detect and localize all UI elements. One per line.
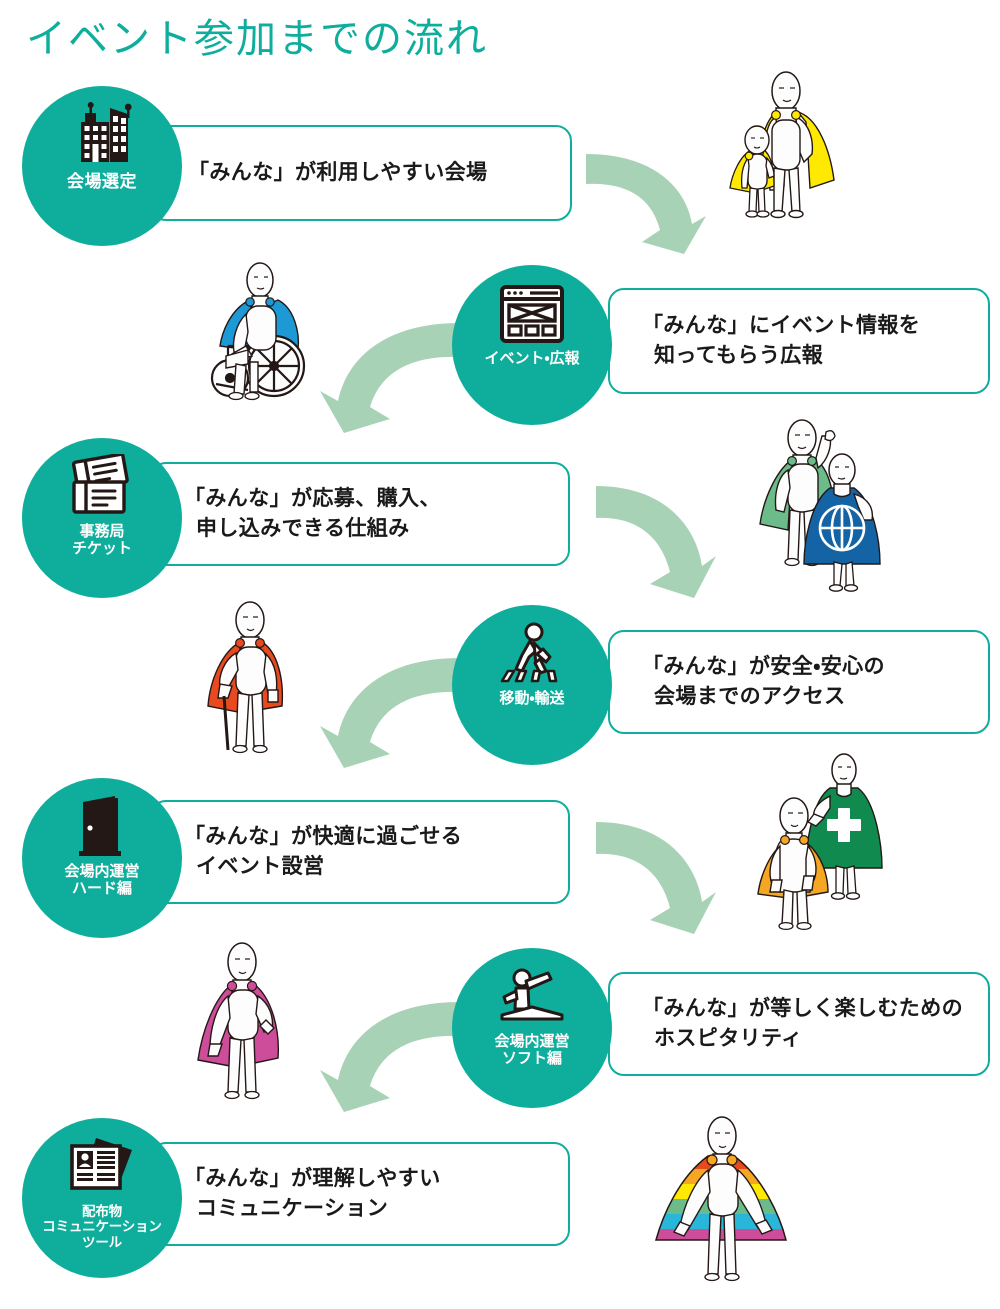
step-circle-venue-selection[interactable]: 会場選定 [22, 86, 182, 246]
bubble-handouts-communication: 「みんな」が理解しやすい コミュニケーション [150, 1142, 570, 1246]
bubble-line: イベント設営 [196, 855, 325, 878]
step-circle-office-ticket[interactable]: 事務局 チケット [22, 438, 182, 598]
bubble-line: 申し込みできる仕組み [196, 517, 410, 540]
step-circle-event-pr[interactable]: イベント・広報 [452, 265, 612, 425]
ticket-icon [62, 454, 142, 520]
step-circle-label: 移動・輸送 [499, 690, 565, 707]
bubble-transport: 「みんな」が安全・安心の 会場までのアクセス [608, 630, 990, 734]
hero-cane-orange [184, 596, 334, 776]
step-circle-label: 配布物 コミュニケーション ツール [42, 1204, 162, 1250]
bubble-line: 「みんな」が快適に過ごせる [184, 825, 463, 849]
hero-pair-green-blue-globe [734, 414, 914, 604]
bubble-line: 「みんな」が利用しやすい会場 [188, 161, 488, 185]
arrow-2 [298, 305, 468, 435]
hero-pink-cape [176, 940, 326, 1120]
step-circle-venue-ops-software[interactable]: 会場内運営 ソフト編 [452, 948, 612, 1108]
step-circle-label: イベント・広報 [484, 350, 580, 367]
step-circle-label: 会場内運営 ソフト編 [494, 1033, 570, 1067]
hero-pair-pregnant-orange-and-green-cross [734, 752, 914, 942]
bubble-event-pr: 「みんな」にイベント情報を 知ってもらう広報 [608, 288, 990, 394]
staff-guide-icon [492, 964, 572, 1030]
bubble-line: 「みんな」が応募、購入、 [184, 487, 441, 511]
bubble-line: 「みんな」が等しく楽しむための [642, 997, 963, 1021]
bubble-office-ticket: 「みんな」が応募、購入、 申し込みできる仕組み [150, 462, 570, 566]
bubble-line: 会場までのアクセス [654, 685, 846, 708]
hero-rainbow-cape [636, 1112, 816, 1302]
page-title: イベント参加までの流れ [26, 17, 488, 61]
door-icon [62, 794, 142, 860]
bubble-venue-selection: 「みんな」が利用しやすい会場 [150, 125, 572, 221]
bubble-line: 知ってもらう広報 [654, 344, 824, 367]
hero-wheelchair-blue [186, 258, 346, 413]
webpage-icon [492, 281, 572, 347]
step-circle-label: 会場内運営 ハード編 [64, 863, 140, 897]
bubble-venue-ops-hardware: 「みんな」が快適に過ごせる イベント設営 [150, 800, 570, 904]
document-person-icon [62, 1134, 142, 1200]
step-circle-transport[interactable]: 移動・輸送 [452, 605, 612, 765]
bubble-line: 「みんな」が安全・安心の [642, 655, 885, 679]
step-circle-venue-ops-hardware[interactable]: 会場内運営 ハード編 [22, 778, 182, 938]
arrow-1 [580, 138, 710, 258]
bubble-line: コミュニケーション [196, 1197, 389, 1220]
pedestrian-crossing-icon [492, 621, 572, 687]
bubble-line: ホスピタリティ [654, 1027, 803, 1050]
bubble-line: 「みんな」が理解しやすい [184, 1167, 441, 1191]
arrow-4 [298, 640, 468, 770]
step-circle-label: 会場選定 [67, 172, 137, 191]
arrow-6 [298, 984, 468, 1114]
hero-adult-and-child-yellow [706, 62, 876, 252]
arrow-5 [590, 806, 720, 941]
arrow-3 [590, 470, 720, 605]
bubble-venue-ops-software: 「みんな」が等しく楽しむための ホスピタリティ [608, 972, 990, 1076]
bubble-line: 「みんな」にイベント情報を [642, 314, 921, 338]
step-circle-label: 事務局 チケット [71, 523, 132, 557]
step-circle-handouts-communication[interactable]: 配布物 コミュニケーション ツール [22, 1118, 182, 1278]
building-icon [62, 102, 142, 168]
